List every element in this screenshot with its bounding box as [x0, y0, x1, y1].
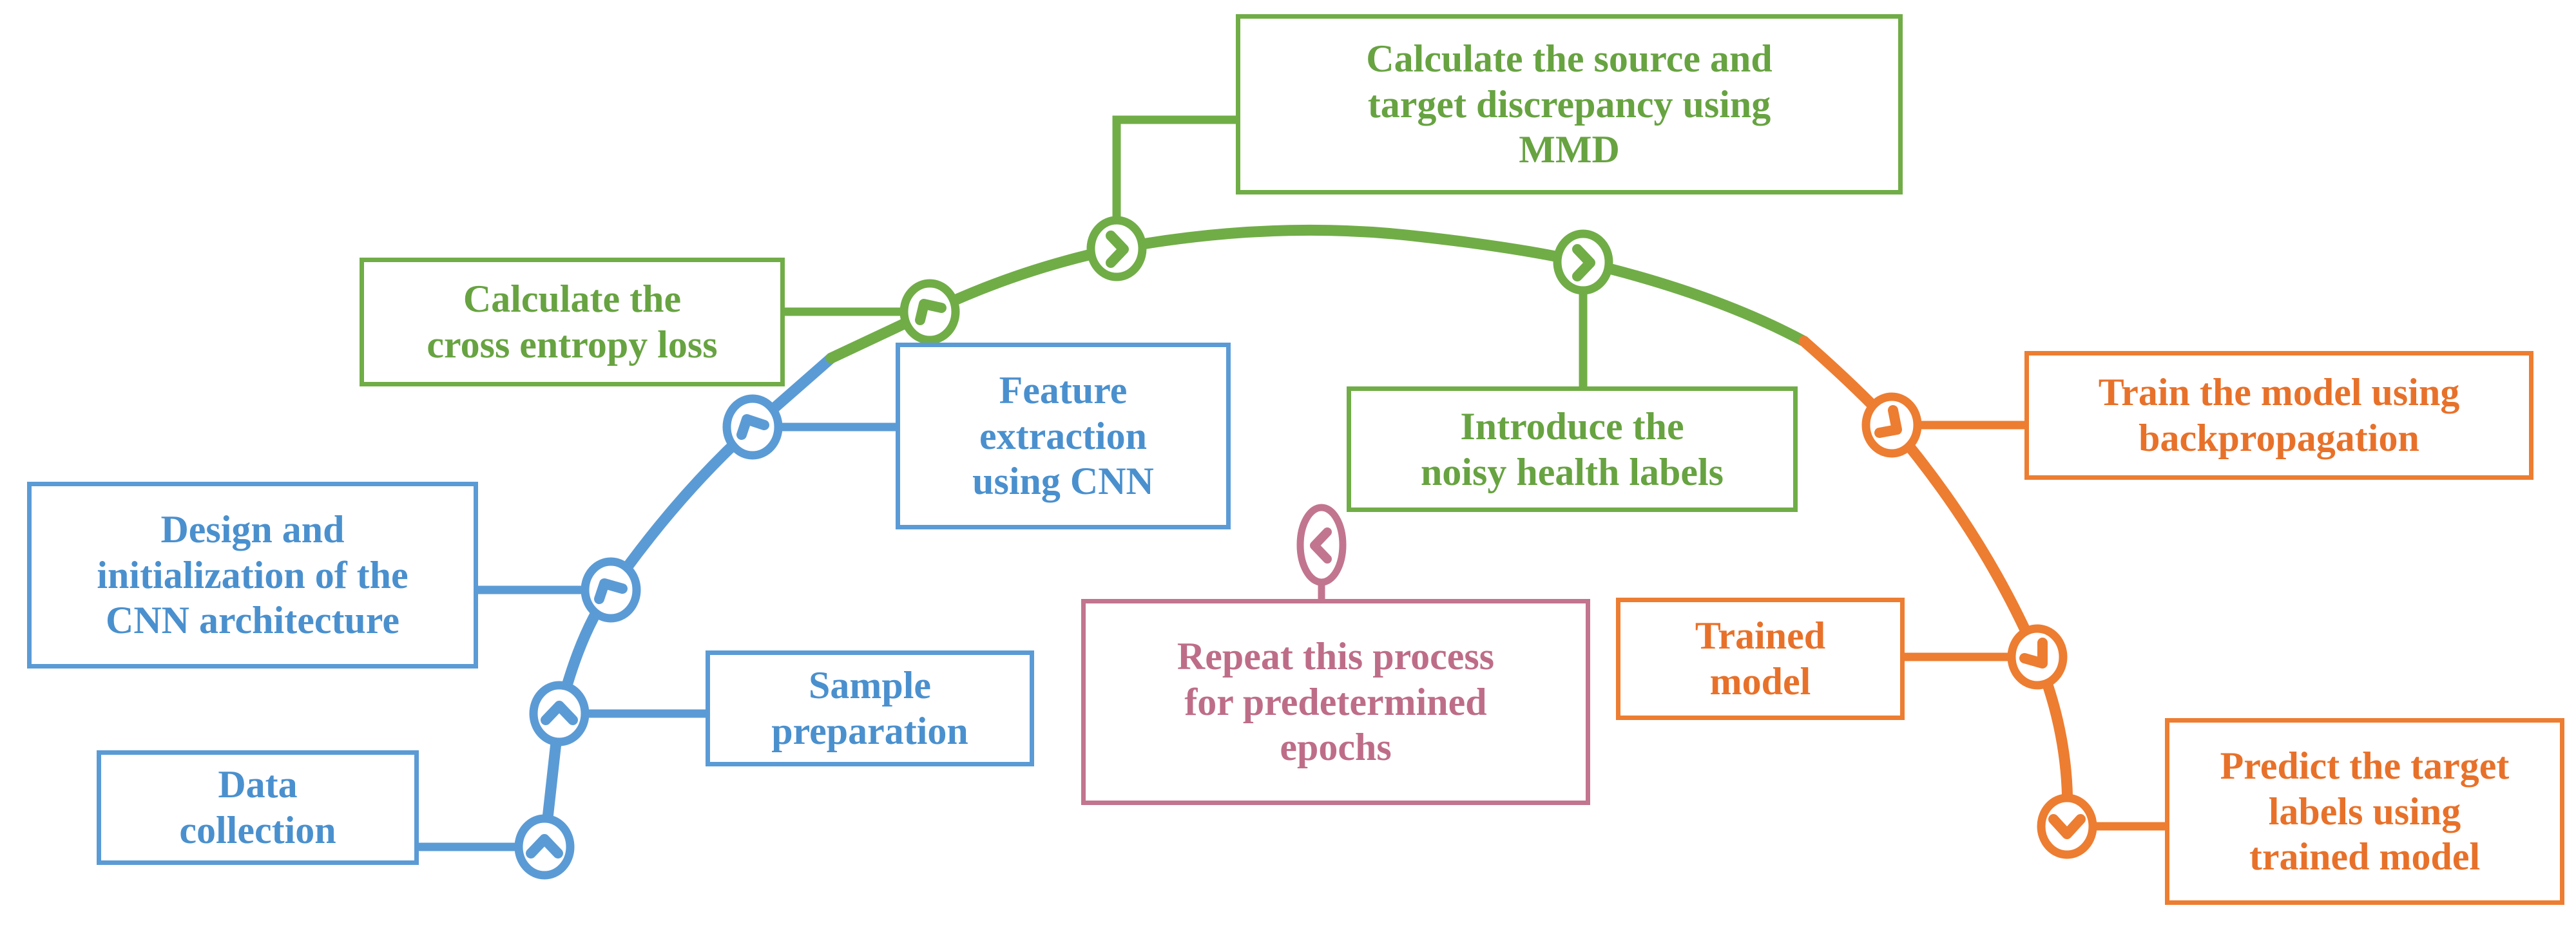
marker-mmd[interactable]: [1086, 216, 1147, 281]
marker-train-backprop[interactable]: [1861, 392, 1922, 458]
marker-data-collection[interactable]: [514, 814, 575, 880]
connector-mmd: [1112, 115, 1236, 249]
marker-repeat-epochs[interactable]: [1296, 504, 1347, 586]
marker-noisy-labels[interactable]: [1553, 229, 1613, 295]
arc-segment-orange: [1798, 336, 2073, 832]
marker-design-init[interactable]: [581, 557, 641, 623]
arc-segment-green: [825, 224, 1810, 364]
marker-cross-entropy[interactable]: [899, 279, 960, 345]
marker-predict-labels[interactable]: [2037, 793, 2097, 859]
marker-trained-model[interactable]: [2007, 624, 2068, 690]
marker-feature-extraction[interactable]: [722, 394, 783, 460]
marker-sample-prep[interactable]: [529, 681, 590, 746]
